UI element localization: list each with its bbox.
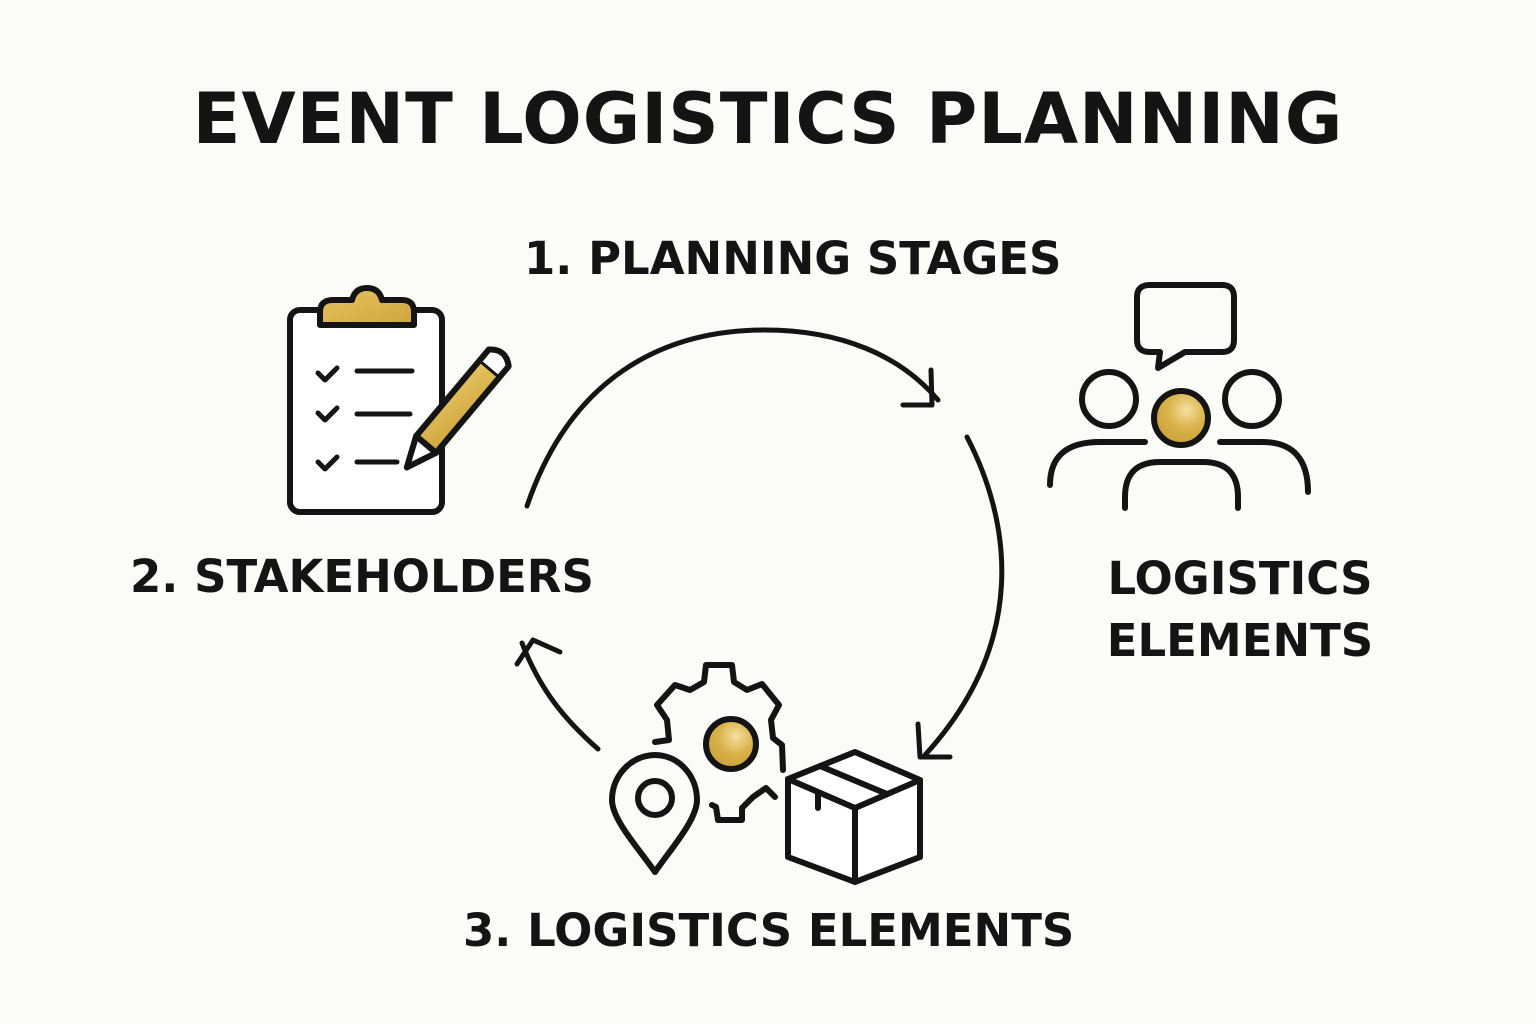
group-speech-bubble-icon bbox=[1047, 282, 1311, 511]
label-logistics-elements-right: LOGISTICS ELEMENTS bbox=[1100, 548, 1380, 672]
label-stakeholders: 2. STAKEHOLDERS bbox=[130, 550, 594, 603]
label-logistics-elements: 3. LOGISTICS ELEMENTS bbox=[463, 904, 1075, 957]
cycle-arrow-top bbox=[524, 327, 941, 509]
label-planning-stages: 1. PLANNING STAGES bbox=[524, 232, 1062, 285]
label-right-line2: ELEMENTS bbox=[1106, 614, 1374, 667]
location-pin-icon bbox=[609, 752, 700, 875]
gear-icon bbox=[652, 662, 786, 823]
box-icon bbox=[785, 749, 923, 885]
diagram-title: EVENT LOGISTICS PLANNING bbox=[192, 78, 1344, 160]
clipboard-checklist-pencil-icon bbox=[287, 285, 512, 515]
cycle-arrow-right bbox=[915, 434, 1005, 760]
label-right-line1: LOGISTICS bbox=[1107, 552, 1373, 605]
gear-pin-box-icon bbox=[609, 662, 923, 885]
cycle-arrow-left bbox=[514, 637, 601, 752]
